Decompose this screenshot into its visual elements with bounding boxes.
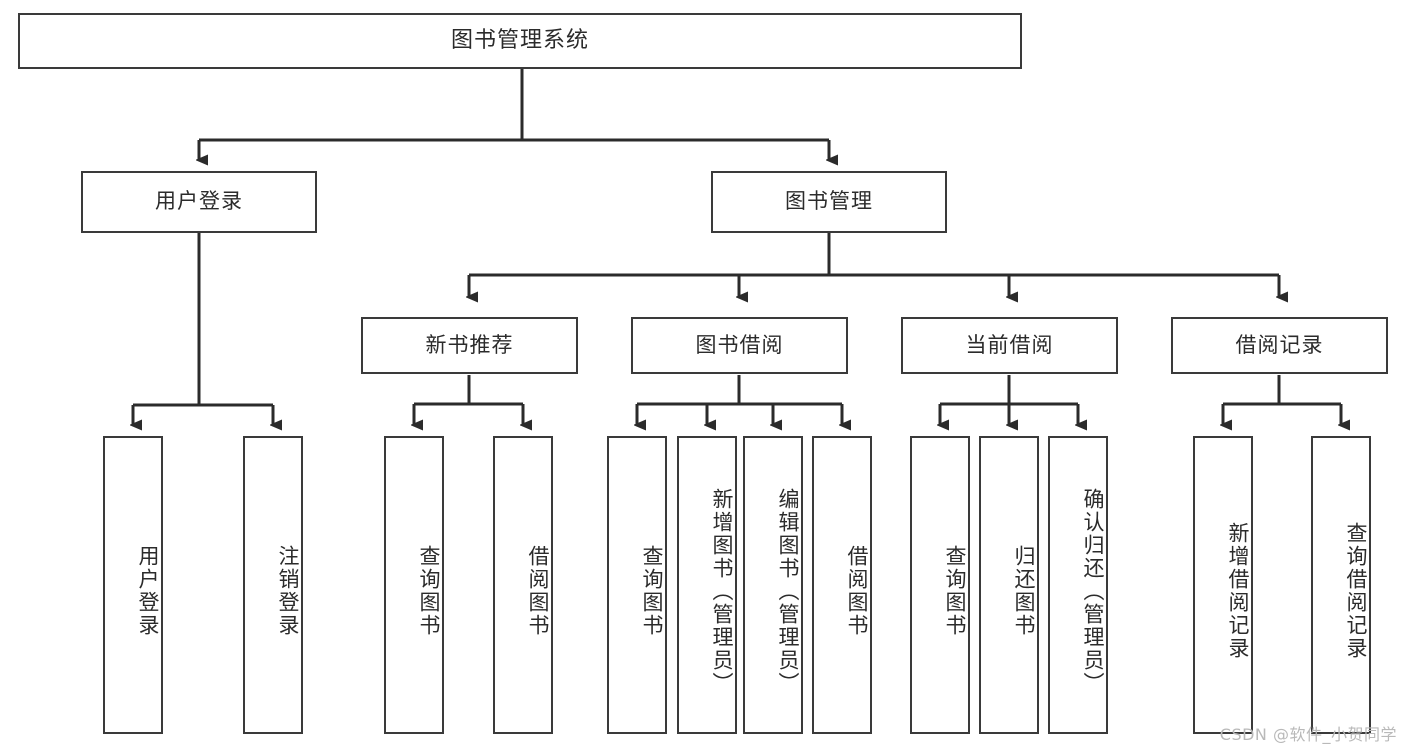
node-label: 借阅图书 — [845, 545, 869, 637]
leaf-query-book-borrow[interactable]: 查询图书 — [607, 436, 667, 734]
leaf-add-book-admin[interactable]: 新增图书（管理员） — [677, 436, 737, 734]
node-label: 注销登录 — [276, 545, 300, 637]
node-label: 确认归还（管理员） — [1081, 487, 1105, 695]
node-label: 借阅记录 — [1235, 332, 1324, 357]
node-label: 图书管理 — [785, 189, 873, 214]
leaf-user-login[interactable]: 用户登录 — [103, 436, 163, 734]
node-label: 编辑图书（管理员） — [776, 487, 800, 695]
node-book-borrow[interactable]: 图书借阅 — [631, 317, 848, 374]
node-label: 图书借阅 — [695, 332, 784, 357]
node-new-book-recommend[interactable]: 新书推荐 — [361, 317, 578, 374]
node-label: 查询图书 — [640, 545, 664, 637]
node-book-management[interactable]: 图书管理 — [711, 171, 947, 233]
leaf-logout[interactable]: 注销登录 — [243, 436, 303, 734]
leaf-borrow-book[interactable]: 借阅图书 — [812, 436, 872, 734]
node-user-login[interactable]: 用户登录 — [81, 171, 317, 233]
leaf-return-book[interactable]: 归还图书 — [979, 436, 1039, 734]
node-label: 查询图书 — [417, 545, 441, 637]
node-label: 借阅图书 — [526, 545, 550, 637]
node-root-system[interactable]: 图书管理系统 — [18, 13, 1022, 69]
node-label: 查询图书 — [943, 545, 967, 637]
node-label: 当前借阅 — [965, 332, 1054, 357]
leaf-edit-book-admin[interactable]: 编辑图书（管理员） — [743, 436, 803, 734]
node-label: 用户登录 — [136, 545, 160, 637]
leaf-confirm-return-admin[interactable]: 确认归还（管理员） — [1048, 436, 1108, 734]
node-label: 查询借阅记录 — [1344, 522, 1368, 660]
leaf-borrow-book-recommend[interactable]: 借阅图书 — [493, 436, 553, 734]
leaf-query-book-recommend[interactable]: 查询图书 — [384, 436, 444, 734]
node-label: 归还图书 — [1012, 545, 1036, 637]
node-label: 用户登录 — [155, 189, 243, 214]
node-borrow-records[interactable]: 借阅记录 — [1171, 317, 1388, 374]
csdn-watermark: CSDN @软件_小贺同学 — [1219, 725, 1397, 744]
leaf-add-borrow-record[interactable]: 新增借阅记录 — [1193, 436, 1253, 734]
node-label: 新增借阅记录 — [1226, 522, 1250, 660]
node-label: 图书管理系统 — [450, 27, 589, 53]
node-label: 新书推荐 — [425, 332, 514, 357]
leaf-query-book-current[interactable]: 查询图书 — [910, 436, 970, 734]
node-label: 新增图书（管理员） — [710, 487, 734, 695]
node-current-borrow[interactable]: 当前借阅 — [901, 317, 1118, 374]
leaf-query-borrow-record[interactable]: 查询借阅记录 — [1311, 436, 1371, 734]
